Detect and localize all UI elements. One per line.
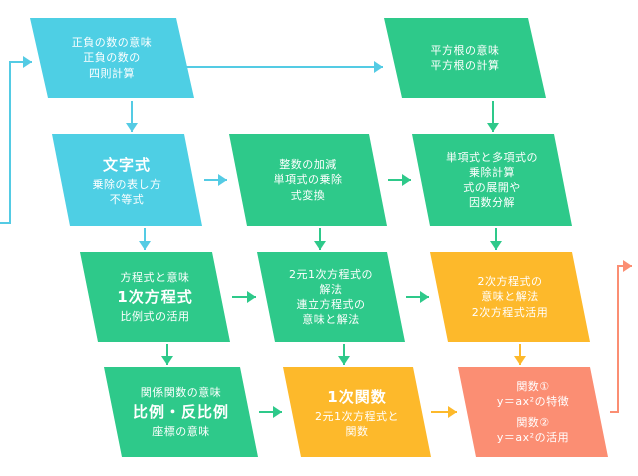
node-proportion: 関係関数の意味 比例・反比例 座標の意味 bbox=[104, 367, 258, 457]
arrow-continuation-right bbox=[610, 265, 632, 413]
node-text: 整数の加減 bbox=[279, 158, 337, 172]
node-text: 正負の数の意味 bbox=[71, 36, 153, 50]
node-text: 因数分解 bbox=[469, 196, 515, 210]
arrow-continuation-right-head bbox=[623, 260, 632, 272]
node-shape bbox=[80, 252, 230, 342]
arrow-numbers-to-variables-head bbox=[126, 123, 138, 132]
node-title: 比例・反比例 bbox=[132, 403, 229, 421]
node-text: 解法 bbox=[319, 282, 343, 296]
arrow-linear-eq-to-proportion-head bbox=[161, 356, 173, 365]
arrow-continuation-left bbox=[0, 61, 32, 224]
node-text: 平方根の計算 bbox=[430, 59, 500, 72]
arrow-simultaneous-to-linear-function-head bbox=[338, 356, 350, 365]
arrow-variables-to-integers-head bbox=[218, 174, 227, 186]
node-title: 文字式 bbox=[102, 155, 151, 174]
node-text: 関数① bbox=[516, 380, 550, 394]
node-linear-function: 1次関数 2元1次方程式と 関数 bbox=[283, 367, 431, 457]
arrow-numbers-to-roots-head bbox=[374, 61, 383, 73]
arrow-roots-to-polynomials-head bbox=[487, 123, 499, 132]
node-text: 正負の数の bbox=[83, 51, 141, 65]
arrow-quadratic-eq-to-function-head bbox=[514, 356, 526, 365]
node-text: 連立方程式の bbox=[296, 298, 366, 311]
arrow-variables-to-linear-eq-head bbox=[139, 241, 151, 250]
node-text: 方程式と意味 bbox=[120, 270, 190, 284]
arrow-continuation-left-head bbox=[23, 56, 32, 68]
node-shape bbox=[30, 18, 194, 98]
node-text: 平方根の意味 bbox=[430, 43, 500, 57]
node-text: 乗除の表し方 bbox=[92, 177, 162, 191]
node-text: 2次方程式活用 bbox=[471, 305, 549, 319]
node-positive-negative-numbers: 正負の数の意味 正負の数の 四則計算 bbox=[30, 18, 194, 98]
node-text: 関数② bbox=[516, 415, 550, 429]
arrow-polynomials-to-quadratic-head bbox=[490, 241, 502, 250]
node-text: 意味と解法 bbox=[302, 313, 360, 327]
node-shape bbox=[430, 252, 590, 342]
arrow-integers-to-simultaneous-head bbox=[314, 241, 326, 250]
node-polynomial-operations: 単項式と多項式の 乗除計算 式の展開や 因数分解 bbox=[412, 134, 572, 226]
node-title: 1次方程式 bbox=[117, 288, 193, 306]
node-shape bbox=[257, 252, 405, 342]
node-text: y＝ax²の活用 bbox=[496, 430, 570, 444]
node-text: 単項式と多項式の bbox=[446, 150, 538, 164]
arrow-linear-eq-to-simultaneous-head bbox=[247, 291, 256, 303]
arrow-linear-to-quadratic-function-head bbox=[448, 406, 457, 418]
node-text: 単項式の乗除 bbox=[273, 173, 343, 187]
node-shape bbox=[283, 367, 431, 457]
node-shape bbox=[384, 18, 546, 98]
node-text: 比例式の活用 bbox=[120, 310, 190, 323]
node-shape bbox=[458, 367, 608, 457]
arrow-proportion-to-linear-function-head bbox=[273, 406, 282, 418]
node-text: 2次方程式の bbox=[477, 275, 543, 289]
node-linear-equation: 方程式と意味 1次方程式 比例式の活用 bbox=[80, 252, 230, 342]
node-quadratic-equation: 2次方程式の 意味と解法 2次方程式活用 bbox=[430, 252, 590, 342]
node-text: 2元1次方程式と bbox=[315, 409, 399, 423]
node-integer-operations: 整数の加減 単項式の乗除 式変換 bbox=[229, 134, 387, 226]
arrow-integers-to-polynomials-head bbox=[402, 174, 411, 186]
node-text: 2元1次方程式の bbox=[289, 267, 373, 281]
node-text: 不等式 bbox=[109, 193, 145, 206]
node-variable-expressions: 文字式 乗除の表し方 不等式 bbox=[52, 134, 202, 226]
node-text: 乗除計算 bbox=[469, 165, 515, 179]
node-quadratic-function: 関数① y＝ax²の特徴 関数② y＝ax²の活用 bbox=[458, 367, 608, 457]
node-shape bbox=[412, 134, 572, 226]
node-text: 関係関数の意味 bbox=[140, 385, 222, 399]
node-text: 関数 bbox=[345, 425, 369, 438]
node-text: 座標の意味 bbox=[152, 425, 210, 438]
node-simultaneous-equations: 2元1次方程式の 解法 連立方程式の 意味と解法 bbox=[257, 252, 405, 342]
node-shape bbox=[104, 367, 258, 457]
node-text: 意味と解法 bbox=[481, 290, 539, 304]
node-title: 1次関数 bbox=[327, 387, 387, 406]
arrow-simultaneous-to-quadratic-head bbox=[420, 291, 429, 303]
node-shape bbox=[52, 134, 202, 226]
node-text: 式の展開や bbox=[463, 181, 521, 194]
node-text: 式変換 bbox=[290, 188, 326, 202]
node-text: y＝ax²の特徴 bbox=[496, 395, 570, 409]
node-text: 四則計算 bbox=[89, 66, 135, 80]
node-shape bbox=[229, 134, 387, 226]
node-square-root: 平方根の意味 平方根の計算 bbox=[384, 18, 546, 98]
